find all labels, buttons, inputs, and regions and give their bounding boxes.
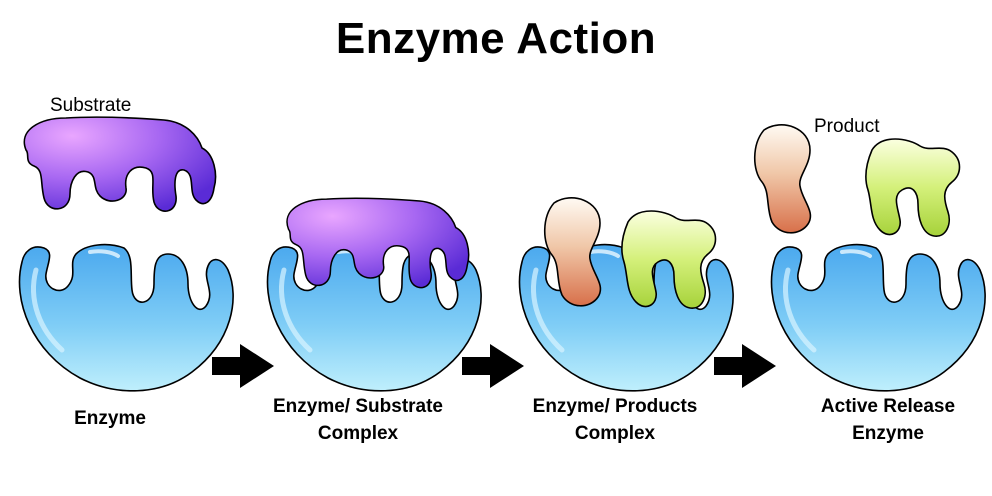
released-product-b-shape bbox=[865, 138, 961, 237]
caption-enzyme-products-complex: Enzyme/ Products Complex bbox=[510, 393, 720, 447]
arrow-icon-1 bbox=[212, 344, 274, 388]
caption-enzyme-substrate-complex: Enzyme/ Substrate Complex bbox=[250, 393, 466, 447]
caption-active-release-line1: Active Release bbox=[820, 396, 956, 417]
substrate-shape bbox=[23, 116, 217, 212]
caption-enzyme-products-line2: Complex bbox=[574, 423, 656, 444]
page-title: Enzyme Action bbox=[335, 14, 657, 63]
enzyme-shape-4 bbox=[771, 245, 985, 391]
arrow-icon-3 bbox=[714, 344, 776, 388]
substrate-label: Substrate bbox=[50, 95, 132, 116]
bound-substrate-shape bbox=[286, 197, 470, 289]
caption-active-release-enzyme: Active Release Enzyme bbox=[786, 393, 990, 447]
caption-enzyme-substrate-line1: Enzyme/ Substrate bbox=[273, 396, 443, 417]
caption-active-release-line2: Enzyme bbox=[852, 423, 924, 444]
arrow-icon-2 bbox=[462, 344, 524, 388]
caption-enzyme-products-line1: Enzyme/ Products bbox=[532, 396, 698, 417]
product-label: Product bbox=[814, 116, 880, 137]
caption-enzyme: Enzyme bbox=[40, 405, 180, 432]
caption-enzyme-line1: Enzyme bbox=[74, 408, 146, 429]
released-product-a-shape bbox=[753, 124, 812, 234]
enzyme-shape-1 bbox=[19, 245, 233, 391]
caption-enzyme-substrate-line2: Complex bbox=[317, 423, 399, 444]
